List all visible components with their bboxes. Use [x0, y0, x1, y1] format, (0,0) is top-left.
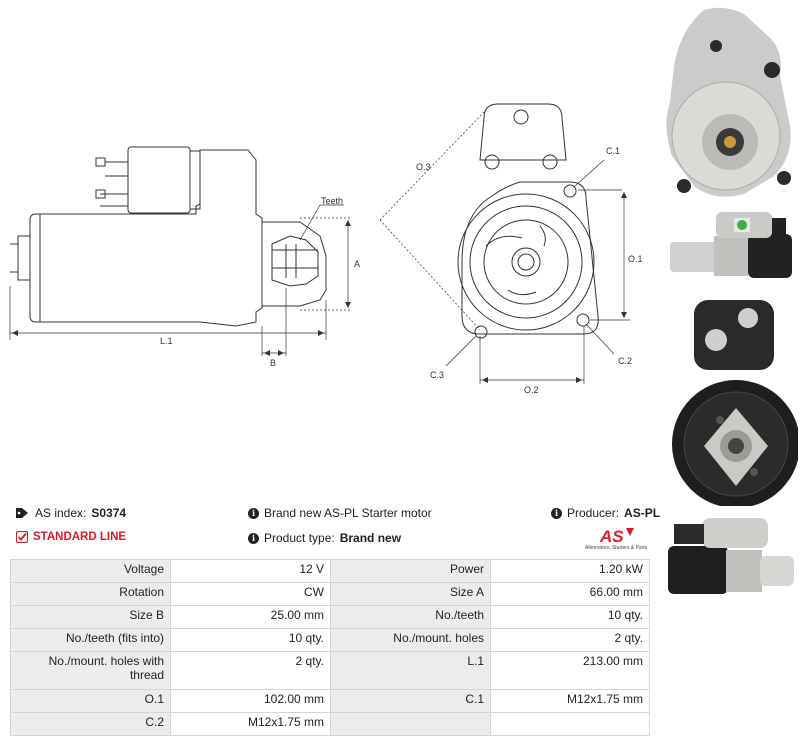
table-row: C.2 M12x1.75 mm — [10, 712, 650, 736]
spec-value — [490, 712, 650, 736]
label-o2: O.2 — [524, 385, 539, 395]
info-icon: i — [248, 532, 259, 544]
product-photo-rear — [672, 300, 798, 506]
spec-label: No./mount. holes with thread — [10, 651, 171, 690]
spec-value: 25.00 mm — [170, 605, 331, 629]
table-row: Size B 25.00 mm No./teeth 10 qty. — [10, 605, 650, 629]
drawing-dimension-labels: Teeth A B L.1 O.3 C.1 O.1 C.2 C.3 O.2 — [160, 146, 643, 395]
as-pl-logo-text: AS — [599, 527, 624, 546]
tag-icon — [16, 508, 28, 518]
label-b: B — [270, 358, 276, 368]
spec-label: Size A — [330, 582, 491, 606]
specifications-table: Voltage 12 V Power 1.20 kW Rotation CW S… — [10, 559, 650, 736]
spec-label: O.1 — [10, 689, 171, 713]
spec-label: Size B — [10, 605, 171, 629]
spec-value: 102.00 mm — [170, 689, 331, 713]
product-description-text: Brand new AS-PL Starter motor — [264, 506, 432, 520]
spec-label: C.2 — [10, 712, 171, 736]
spec-value: CW — [170, 582, 331, 606]
table-row: Voltage 12 V Power 1.20 kW — [10, 559, 650, 583]
front-view-drawing — [379, 103, 630, 384]
spec-label: Power — [330, 559, 491, 583]
product-photo-side-2 — [668, 518, 794, 594]
spec-value: 213.00 mm — [490, 651, 650, 690]
spec-label: L.1 — [330, 651, 491, 690]
table-row: O.1 102.00 mm C.1 M12x1.75 mm — [10, 689, 650, 713]
as-index-label: AS index: — [35, 506, 87, 520]
label-l1: L.1 — [160, 336, 173, 346]
producer: i Producer: AS-PL — [551, 506, 660, 520]
label-c1: C.1 — [606, 146, 620, 156]
spec-value: 12 V — [170, 559, 331, 583]
producer-value: AS-PL — [624, 506, 661, 520]
spec-value: 66.00 mm — [490, 582, 650, 606]
spec-label — [330, 712, 491, 736]
as-index-value: S0374 — [91, 506, 127, 520]
table-row: Rotation CW Size A 66.00 mm — [10, 582, 650, 606]
label-c3: C.3 — [430, 370, 444, 380]
checkbox-checked-icon — [16, 531, 28, 543]
as-index: AS index: S0374 — [16, 506, 126, 520]
label-c2: C.2 — [618, 356, 632, 366]
label-o1: O.1 — [628, 254, 643, 264]
product-type-value: Brand new — [339, 531, 402, 545]
info-icon: i — [551, 507, 562, 519]
product-type: i Product type: Brand new — [248, 531, 401, 545]
as-pl-logo: AS — [599, 527, 634, 546]
spec-label: No./teeth (fits into) — [10, 628, 171, 652]
spec-label: No./mount. holes — [330, 628, 491, 652]
spec-label: Voltage — [10, 559, 171, 583]
product-description: i Brand new AS-PL Starter motor — [248, 506, 432, 520]
side-view-drawing — [9, 146, 352, 356]
standard-line: STANDARD LINE — [16, 531, 126, 543]
product-type-label: Product type: — [264, 531, 335, 545]
table-row: No./teeth (fits into) 10 qty. No./mount.… — [10, 628, 650, 652]
label-a: A — [354, 259, 360, 269]
spec-label: No./teeth — [330, 605, 491, 629]
spec-value: M12x1.75 mm — [170, 712, 331, 736]
info-icon: i — [248, 507, 259, 519]
product-photo-front — [666, 7, 791, 197]
table-row: No./mount. holes with thread 2 qty. L.1 … — [10, 651, 650, 690]
spec-value: 2 qty. — [170, 651, 331, 690]
label-teeth: Teeth — [321, 196, 343, 206]
spec-label: Rotation — [10, 582, 171, 606]
spec-value: 1.20 kW — [490, 559, 650, 583]
spec-value: M12x1.75 mm — [490, 689, 650, 713]
technical-drawing: Teeth A B L.1 O.3 C.1 O.1 C.2 C.3 O.2 — [9, 103, 643, 395]
spec-value: 2 qty. — [490, 628, 650, 652]
logo-caption: Alternators, Starters & Parts — [585, 545, 648, 551]
label-o3: O.3 — [416, 162, 431, 172]
spec-label: C.1 — [330, 689, 491, 713]
spec-value: 10 qty. — [490, 605, 650, 629]
producer-label: Producer: — [567, 506, 620, 520]
product-photo-side — [670, 212, 792, 278]
spec-value: 10 qty. — [170, 628, 331, 652]
standard-line-label: STANDARD LINE — [33, 531, 127, 543]
